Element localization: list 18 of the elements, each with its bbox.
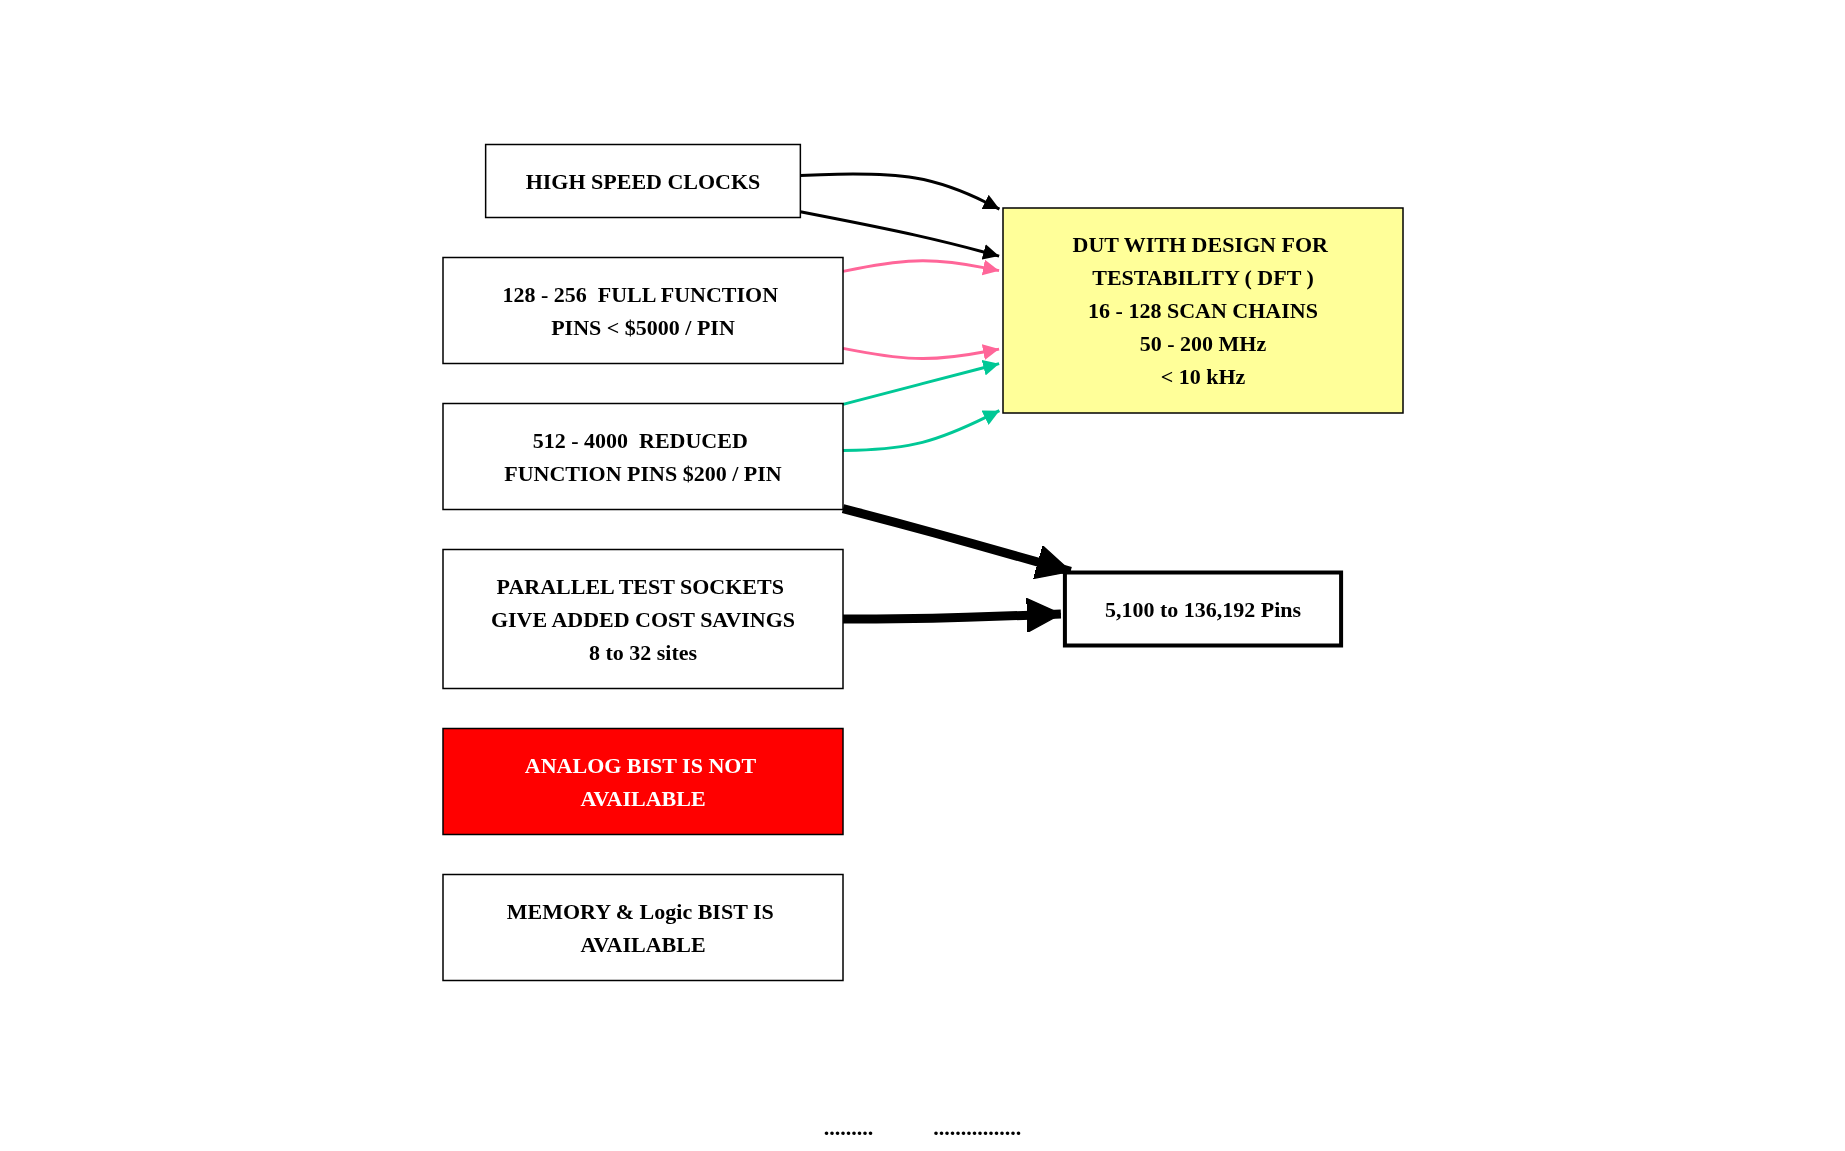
arrow (842, 597, 1062, 633)
node-box: ANALOG BIST IS NOT AVAILABLE (441, 727, 844, 836)
arrow (842, 259, 999, 276)
node-box: HIGH SPEED CLOCKS (484, 143, 801, 219)
arrow (841, 504, 1072, 580)
arrow (799, 210, 1000, 260)
ellipsis-dots: ......... (823, 1115, 874, 1141)
node-box: DUT WITH DESIGN FOR TESTABILITY ( DFT ) 16 - 128 SCAN CHAINS 50 - 200 MHz < 10 kHz (1001, 207, 1404, 414)
node-box: PARALLEL TEST SOCKETS GIVE ADDED COST SAVINGS 8 to 32 sites (441, 548, 844, 690)
ellipsis-dots: ................ (933, 1115, 1022, 1141)
arrow (799, 172, 1000, 211)
node-box: 128 - 256 FULL FUNCTION PINS < $5000 / PIN (441, 256, 844, 365)
arrow (842, 409, 1000, 453)
arrow (842, 344, 999, 361)
node-box: 5,100 to 136,192 Pins (1062, 570, 1343, 648)
node-box: 512 - 4000 REDUCED FUNCTION PINS $200 / PIN (441, 402, 844, 511)
arrow (842, 359, 999, 406)
node-box: MEMORY & Logic BIST IS AVAILABLE (441, 873, 844, 982)
